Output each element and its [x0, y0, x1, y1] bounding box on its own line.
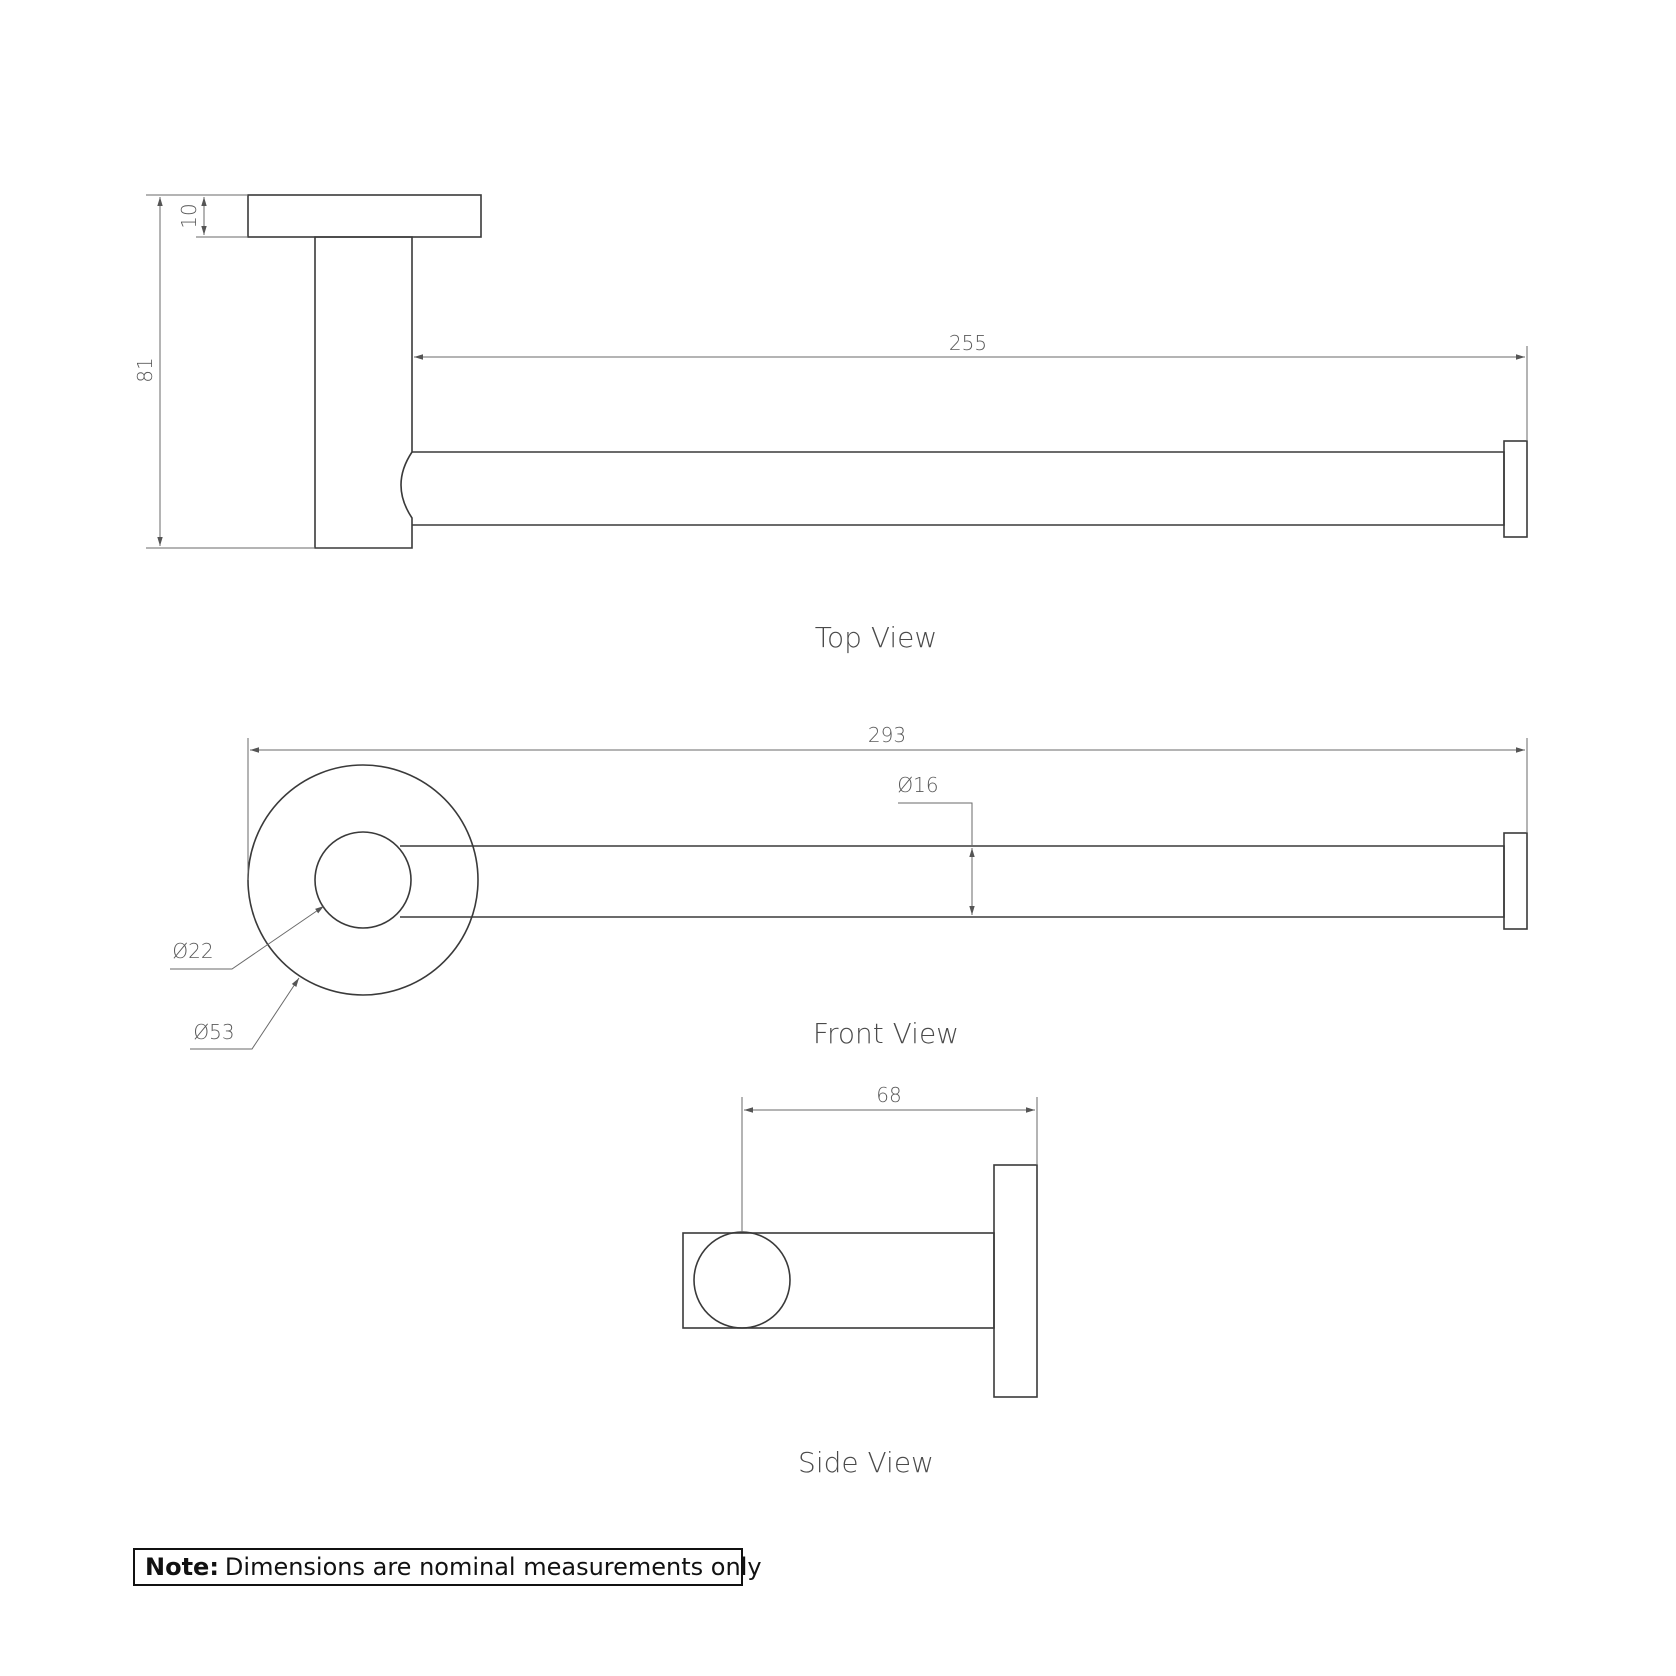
side-view-bar — [682, 1232, 995, 1329]
side-view-title: Side View — [798, 1446, 934, 1479]
front-view-post — [314, 831, 412, 929]
dim-bar-diameter-label: Ø16 — [897, 773, 938, 797]
top-view-arm — [412, 451, 1505, 526]
dim-post-diameter-label: Ø22 — [172, 939, 213, 963]
dim-overall-length-label: 293 — [868, 723, 906, 747]
side-view-backplate — [993, 1164, 1038, 1398]
note-text: Dimensions are nominal measurements only — [224, 1553, 762, 1581]
front-view-backplate — [247, 764, 479, 996]
dim-projection-label: 68 — [876, 1083, 901, 1107]
note-box: Note: Dimensions are nominal measurement… — [133, 1548, 762, 1586]
front-view: 293 Ø16 Ø22 Ø53 Front View — [170, 723, 1528, 1050]
dim-plate-diameter-label: Ø53 — [193, 1020, 234, 1044]
note-label: Note: — [145, 1553, 219, 1581]
dim-line-post-diameter — [170, 905, 325, 970]
dim-plate-thickness-label: 10 — [177, 203, 201, 228]
top-view: 81 10 255 Top View — [133, 194, 1528, 654]
top-view-post — [314, 236, 413, 549]
side-view: 68 Side View — [682, 1083, 1038, 1479]
front-view-title: Front View — [813, 1017, 959, 1050]
dim-line-plate-diameter — [190, 977, 300, 1050]
top-view-backplate — [247, 194, 482, 238]
dim-depth-label: 81 — [133, 357, 157, 382]
top-view-title: Top View — [815, 621, 938, 654]
side-view-bar-end — [693, 1231, 791, 1329]
dim-arm-length-label: 255 — [949, 331, 987, 355]
top-view-end-cap — [1503, 440, 1528, 538]
front-view-bar — [400, 845, 1505, 918]
front-view-end-cap — [1503, 832, 1528, 930]
